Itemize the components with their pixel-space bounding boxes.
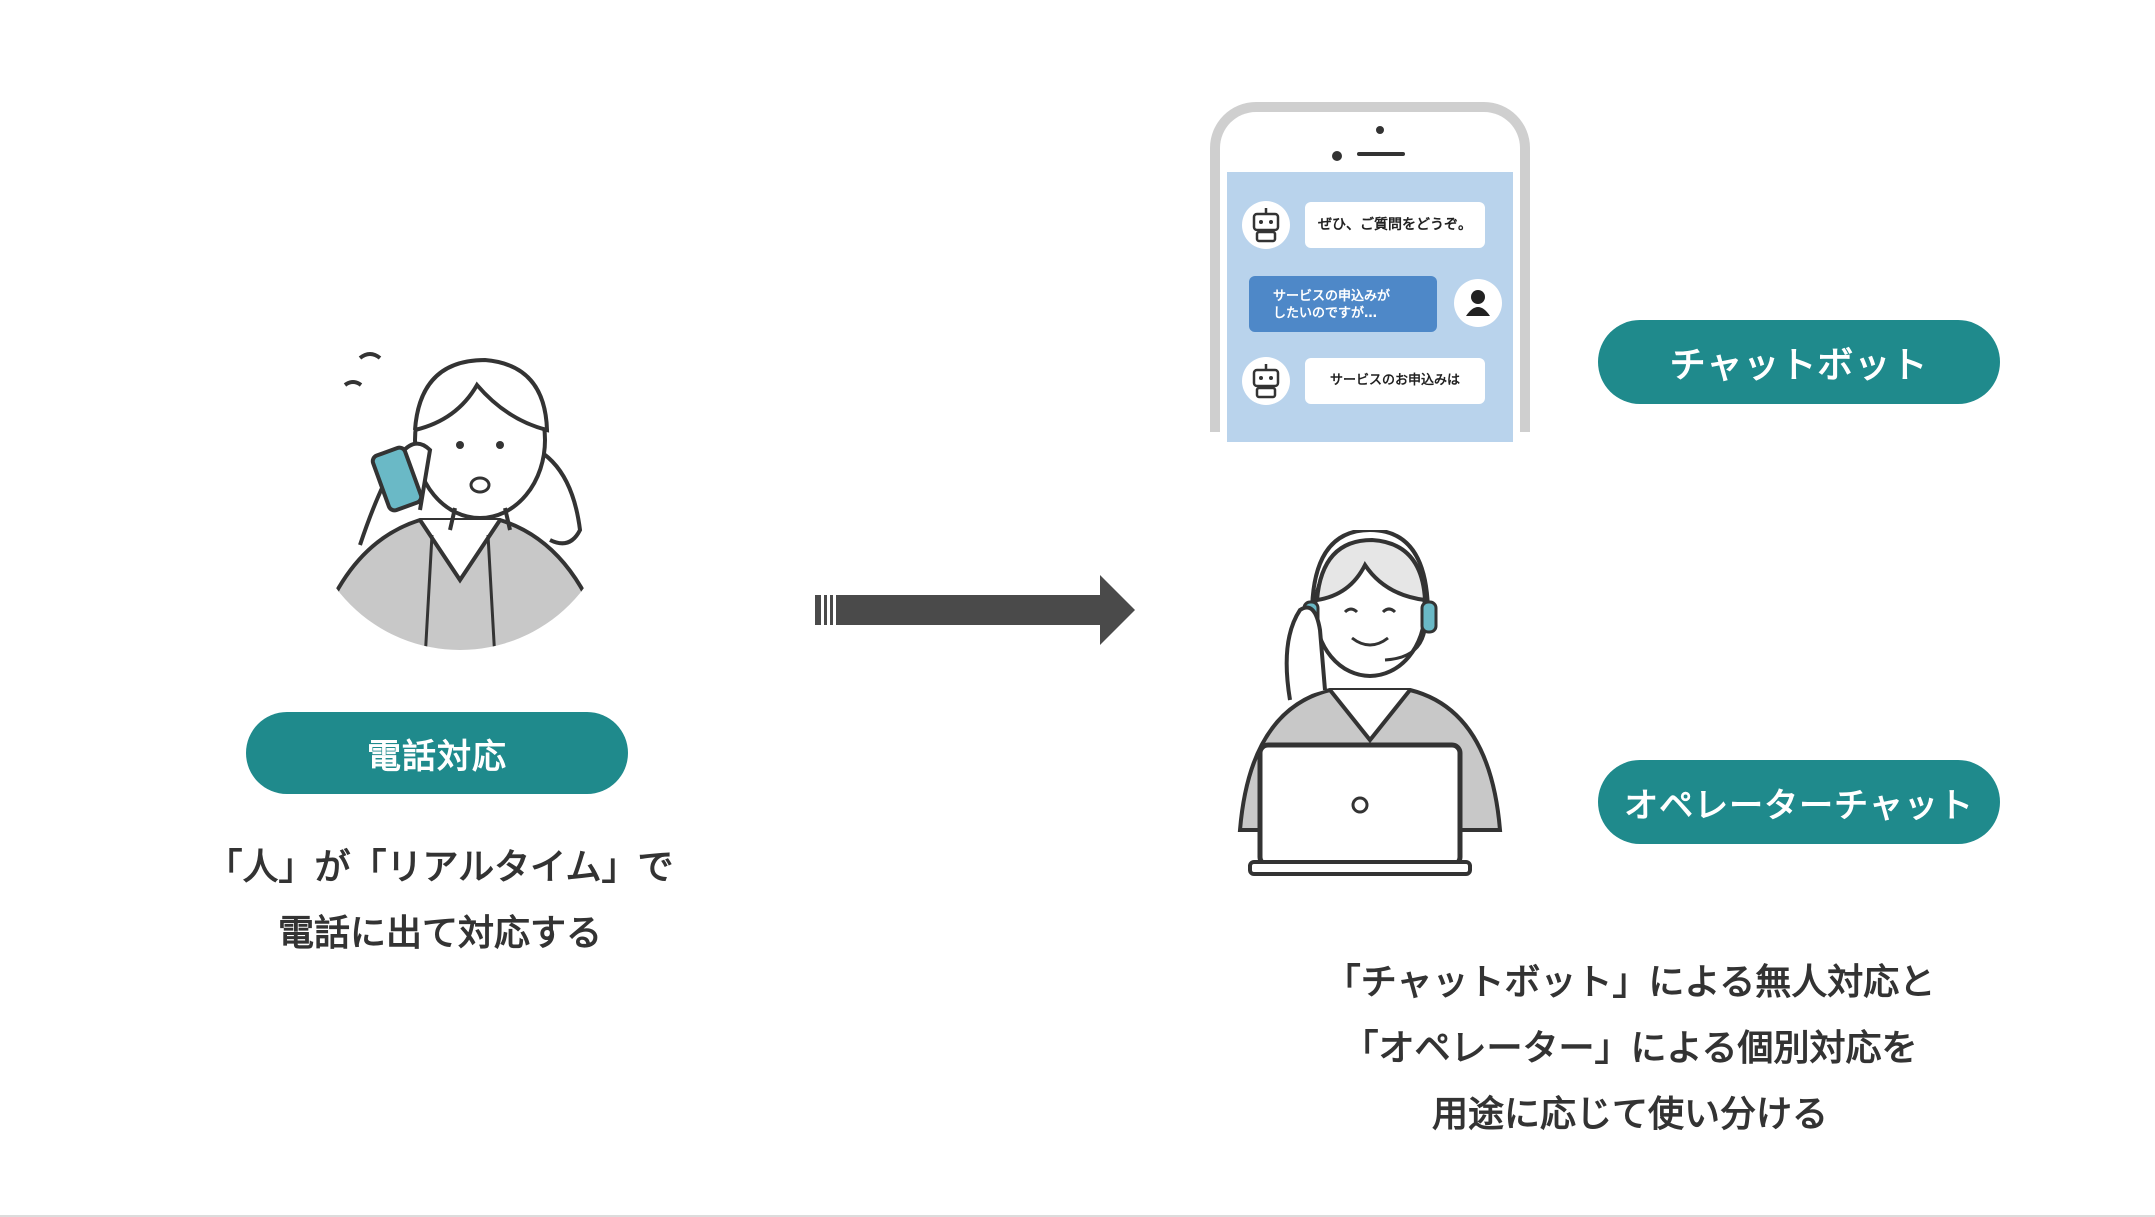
chat-bubble-user: サービスの申込みが したいのですが…	[1249, 276, 1437, 332]
caption-line: 「オペレーター」による個別対応を	[1342, 1028, 1918, 1069]
arrow-right-icon	[815, 575, 1135, 645]
operator-chat-badge: オペレーターチャット	[1598, 760, 2000, 844]
phone-support-caption: 「人」が「リアルタイム」で 電話に出て対応する	[200, 835, 680, 967]
caption-line: 用途に応じて使い分ける	[1431, 1094, 1828, 1135]
chat-message-text: サービスの申込みが	[1273, 289, 1391, 304]
phone-speaker-icon	[1332, 126, 1405, 161]
chat-message-text: したいのですが…	[1273, 306, 1378, 321]
smartphone-frame: ぜひ、ご質問をどうぞ。 サービスの申込みが したいのですが… サービスのお申込み…	[1210, 102, 1530, 442]
chatbot-badge: チャットボット	[1598, 320, 2000, 404]
chat-bubble-bot: サービスのお申込みは	[1305, 358, 1485, 404]
bottom-divider	[0, 1215, 2155, 1217]
chat-message-text: ぜひ、ご質問をどうぞ。	[1318, 217, 1472, 233]
chat-message-text: サービスのお申込みは	[1329, 373, 1460, 388]
caption-line: 「チャットボット」による無人対応と	[1324, 962, 1936, 1003]
user-icon	[1454, 279, 1502, 327]
woman-on-phone-icon	[307, 352, 613, 650]
robot-icon	[1242, 201, 1290, 249]
chat-bubble-bot: ぜひ、ご質問をどうぞ。	[1305, 202, 1485, 248]
phone-support-badge: 電話対応	[246, 712, 628, 794]
operator-with-headset-icon	[1237, 530, 1503, 876]
chat-solution-caption: 「チャットボット」による無人対応と 「オペレーター」による個別対応を 用途に応じ…	[1280, 950, 1980, 1148]
caption-line: 電話に出て対応する	[277, 913, 602, 954]
caption-line: 「人」が「リアルタイム」で	[206, 847, 674, 888]
robot-icon	[1242, 357, 1290, 405]
chat-screen: ぜひ、ご質問をどうぞ。 サービスの申込みが したいのですが… サービスのお申込み…	[1227, 172, 1513, 442]
